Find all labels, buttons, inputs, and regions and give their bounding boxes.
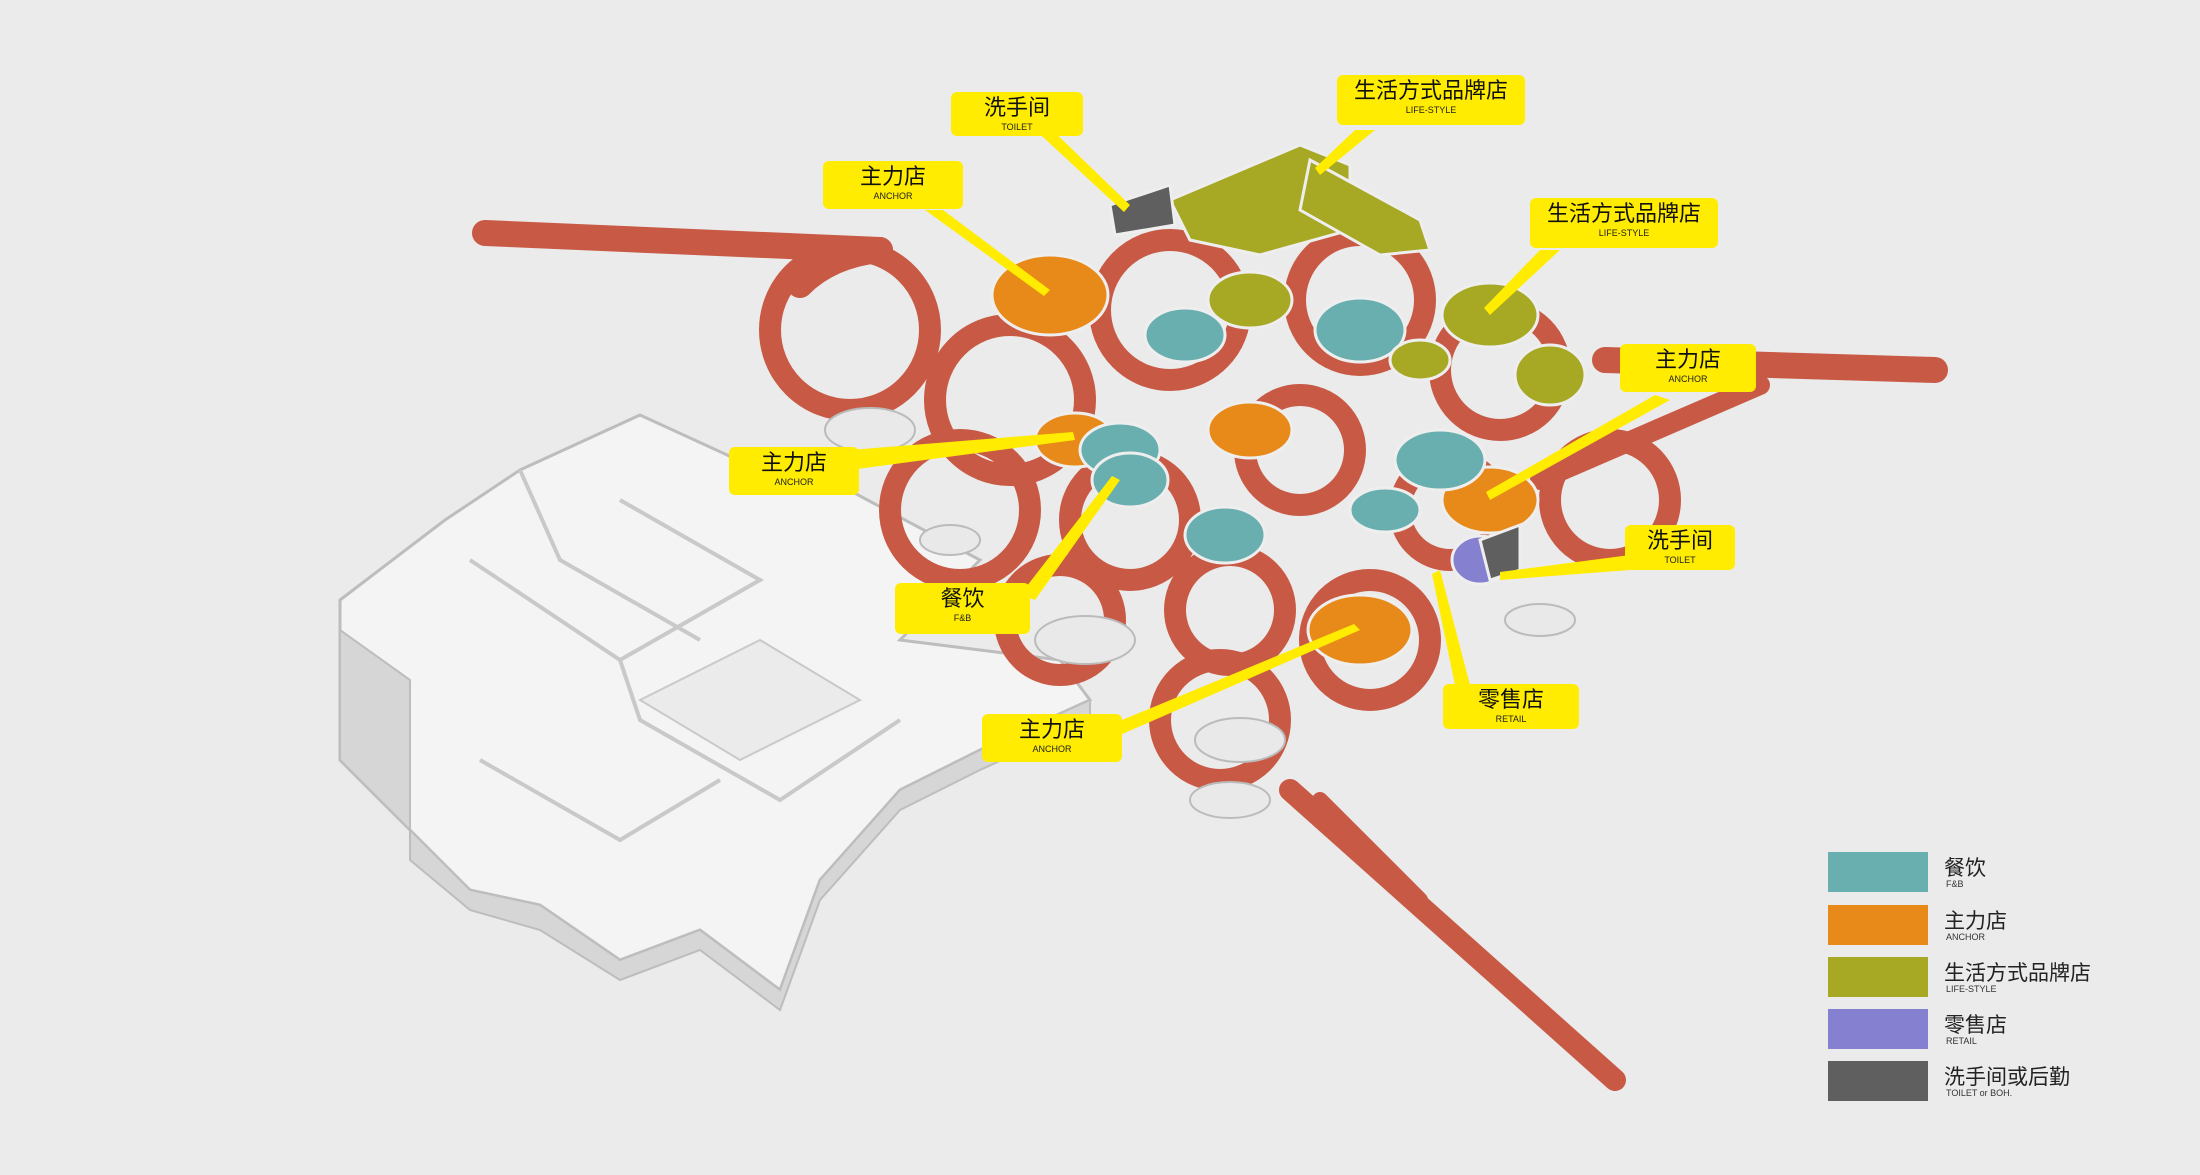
callout-anchor-left: 主力店 ANCHOR	[729, 447, 859, 495]
callout-label-en: LIFE-STYLE	[1405, 105, 1457, 115]
callout-label-en: ANCHOR	[1668, 374, 1708, 384]
legend-label-zh: 餐饮	[1944, 856, 1986, 880]
callout-label-en: TOILET	[1001, 122, 1033, 132]
legend-label-zh: 主力店	[1944, 909, 2007, 933]
callout-label-zh: 零售店	[1477, 688, 1544, 713]
callout-lifestyle-top: 生活方式品牌店 LIFE-STYLE	[1337, 75, 1525, 125]
legend-label-zh: 零售店	[1944, 1013, 2007, 1037]
legend-swatch-fnb	[1828, 852, 1928, 892]
callout-label-zh: 洗手间	[1646, 529, 1713, 554]
legend-label-en: TOILET or BOH.	[1946, 1088, 2013, 1098]
leader-lines	[850, 125, 1670, 735]
existing-building	[338, 413, 1093, 1012]
callout-label-zh: 生活方式品牌店	[1353, 79, 1508, 104]
callout-label-en: LIFE-STYLE	[1598, 228, 1650, 238]
callout-retail: 零售店 RETAIL	[1443, 684, 1579, 729]
callout-label-zh: 生活方式品牌店	[1546, 202, 1701, 227]
callout-label-zh: 洗手间	[983, 96, 1050, 121]
callout-label-en: F&B	[953, 613, 972, 623]
legend-swatch-anchor	[1828, 905, 1928, 945]
legend-swatch-lifestyle	[1828, 957, 1928, 997]
legend-label-zh: 洗手间或后勤	[1944, 1065, 2070, 1089]
callout-label-en: TOILET	[1664, 555, 1696, 565]
legend-label-zh: 生活方式品牌店	[1944, 961, 2091, 985]
callout-toilet-right: 洗手间 TOILET	[1625, 525, 1735, 570]
callout-label-en: ANCHOR	[1032, 744, 1072, 754]
legend-label-en: ANCHOR	[1946, 932, 1986, 942]
callout-label-en: RETAIL	[1495, 714, 1527, 724]
legend-item-fnb: 餐饮 F&B	[1828, 852, 2178, 892]
legend-label-en: F&B	[1946, 879, 1964, 889]
callout-label-zh: 主力店	[1654, 348, 1721, 373]
legend-label-en: LIFE-STYLE	[1946, 984, 1997, 994]
callout-anchor-bottom: 主力店 ANCHOR	[982, 714, 1122, 762]
callout-anchor-right: 主力店 ANCHOR	[1620, 344, 1756, 392]
callout-label-en: ANCHOR	[774, 477, 814, 487]
callout-label-en: ANCHOR	[873, 191, 913, 201]
legend-item-toilet: 洗手间或后勤 TOILET or BOH.	[1828, 1061, 2178, 1101]
callout-label-zh: 餐饮	[940, 587, 985, 612]
legend-swatch-toilet	[1828, 1061, 1928, 1101]
legend-label-en: RETAIL	[1946, 1036, 1977, 1046]
callout-label-zh: 主力店	[760, 451, 827, 476]
callout-label-zh: 主力店	[1018, 718, 1085, 743]
callout-toilet-top: 洗手间 TOILET	[951, 92, 1083, 136]
legend-item-retail: 零售店 RETAIL	[1828, 1009, 2178, 1049]
legend-swatch-retail	[1828, 1009, 1928, 1049]
store-pods	[990, 143, 1587, 667]
legend-item-anchor: 主力店 ANCHOR	[1828, 905, 2178, 945]
callout-fnb: 餐饮 F&B	[895, 583, 1030, 634]
callout-lifestyle-right: 生活方式品牌店 LIFE-STYLE	[1530, 198, 1718, 248]
plaza-disks	[824, 407, 1576, 819]
legend-item-lifestyle: 生活方式品牌店 LIFE-STYLE	[1828, 957, 2178, 997]
callout-anchor-top: 主力店 ANCHOR	[823, 161, 963, 209]
callout-label-zh: 主力店	[859, 165, 926, 190]
